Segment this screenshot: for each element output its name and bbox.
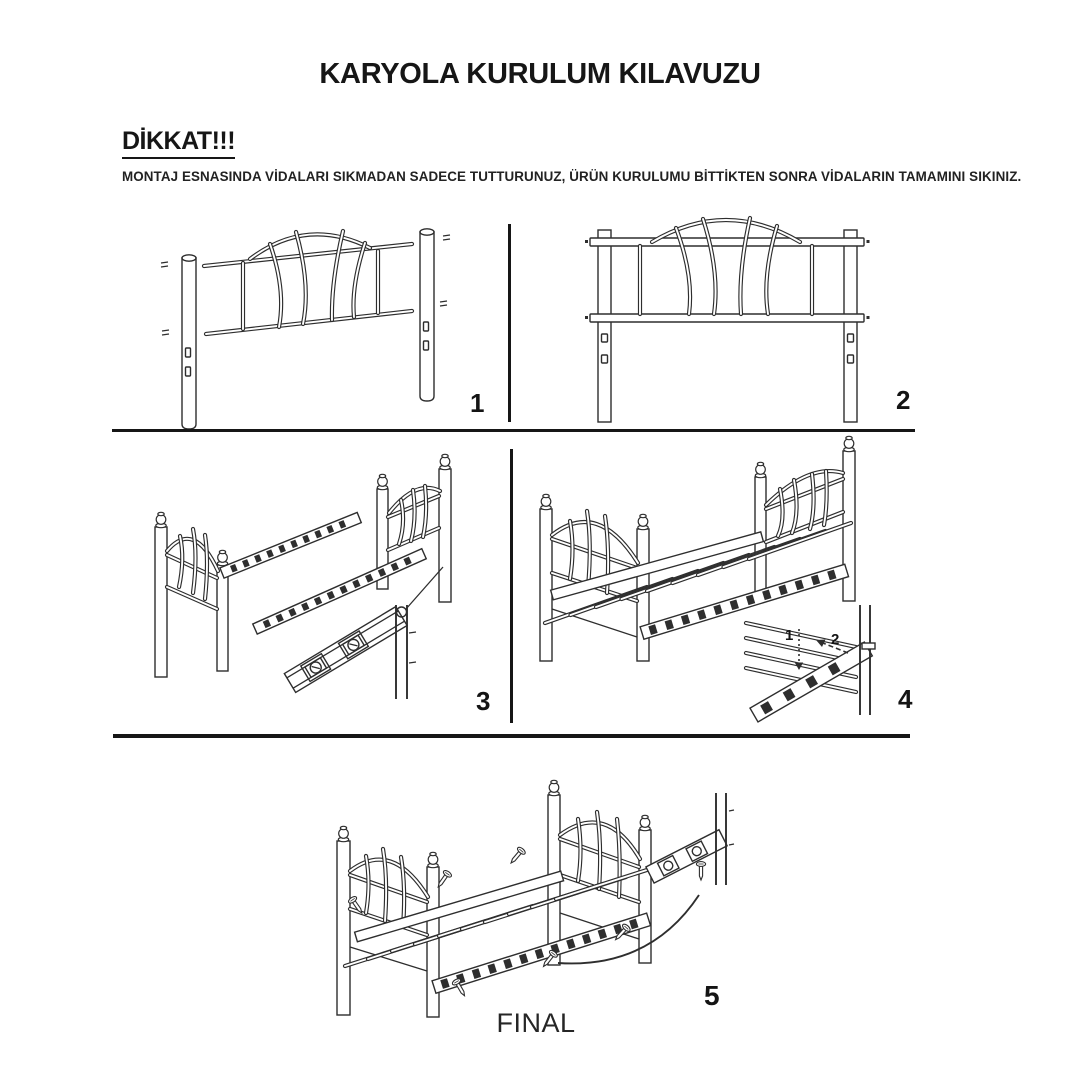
- corner-screw-detail-inset: [557, 793, 735, 965]
- inset-label-rail: 2: [831, 631, 840, 648]
- callout-curve: [557, 894, 700, 965]
- screw-mark-icon: [866, 316, 870, 319]
- step5-diagram-final-bed: [336, 779, 735, 1018]
- step-number-2: 2: [896, 385, 911, 415]
- screw-icon: [695, 861, 707, 881]
- final-label: FINAL: [496, 1008, 576, 1038]
- screw-mark-icon: [585, 316, 588, 319]
- page-title: KARYOLA KURULUM KILAVUZU: [319, 58, 761, 90]
- screw-mark-icon: [439, 300, 448, 307]
- screw-mark-icon: [442, 234, 451, 241]
- arrow-left-icon: [816, 639, 826, 647]
- warning-text: MONTAJ ESNASINDA VİDALARI SIKMADAN SADEC…: [122, 169, 1022, 184]
- rail-bracket-detail-inset: [283, 566, 444, 699]
- step1-diagram-headboard-exploded: [160, 228, 451, 430]
- step-number-5: 5: [704, 980, 720, 1011]
- screw-mark-icon: [585, 240, 588, 243]
- divider-vertical-row1: [508, 224, 511, 422]
- screw-mark-icon: [160, 261, 169, 268]
- screw-icon: [506, 845, 527, 867]
- side-rail-part: [219, 511, 363, 580]
- inset-label-slat: 1: [785, 627, 794, 644]
- divider-horizontal-2: [113, 734, 910, 738]
- screw-mark-icon: [866, 240, 870, 243]
- step4-diagram-slats: [539, 435, 876, 723]
- warning-heading: DİKKAT!!!: [122, 127, 236, 159]
- screw-mark-icon: [161, 329, 170, 336]
- step3-diagram-side-rails: [154, 453, 452, 699]
- arrow-down-icon: [794, 662, 804, 670]
- step-number-3: 3: [476, 686, 491, 716]
- side-rail-part: [251, 547, 428, 635]
- divider-horizontal-1: [112, 429, 915, 432]
- step-number-1: 1: [470, 388, 485, 418]
- step-number-4: 4: [898, 684, 913, 714]
- divider-vertical-row2: [510, 449, 513, 723]
- step2-diagram-headboard-assembled: [585, 215, 870, 423]
- slat-mount-detail-inset: [743, 605, 876, 723]
